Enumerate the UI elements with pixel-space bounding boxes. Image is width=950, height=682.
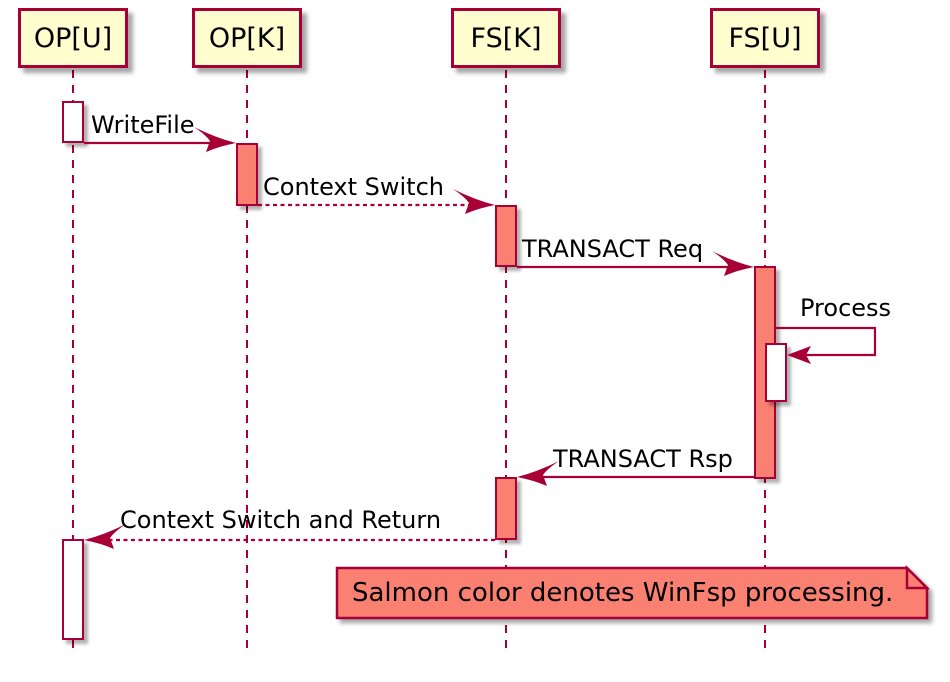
arrow-head-left-icon <box>787 346 811 364</box>
message-label-process: Process <box>800 294 892 322</box>
participant-op-u: OP[U] <box>18 8 128 68</box>
note-text: Salmon color denotes WinFsp processing. <box>352 578 894 608</box>
activation-fs-k-response <box>495 477 517 540</box>
activation-op-k <box>236 143 258 206</box>
message-label-context-switch: Context Switch <box>263 173 444 201</box>
activation-op-u-start <box>62 101 84 143</box>
message-label-transact-rsp: TRANSACT Rsp <box>553 445 733 473</box>
arrow-head-right-icon <box>712 251 754 276</box>
participant-op-k: OP[K] <box>192 8 302 68</box>
self-arrow-line <box>776 326 877 357</box>
arrow-head-right-icon <box>453 189 495 214</box>
message-process-self <box>776 326 877 364</box>
activation-fs-k-request <box>495 205 517 267</box>
arrow-head-right-icon <box>194 127 236 152</box>
participant-fs-k: FS[K] <box>451 8 561 68</box>
participant-label: FS[K] <box>470 22 542 54</box>
participant-fs-u: FS[U] <box>710 8 820 68</box>
activation-fs-u-process <box>765 343 787 402</box>
activation-op-u-return <box>62 539 84 640</box>
participant-label: OP[K] <box>208 22 286 54</box>
participant-label: FS[U] <box>728 22 802 54</box>
message-label-writefile: WriteFile <box>91 111 195 139</box>
message-label-transact-req: TRANSACT Req <box>522 235 704 263</box>
message-label-context-switch-return: Context Switch and Return <box>120 506 442 534</box>
participant-label: OP[U] <box>33 22 113 54</box>
